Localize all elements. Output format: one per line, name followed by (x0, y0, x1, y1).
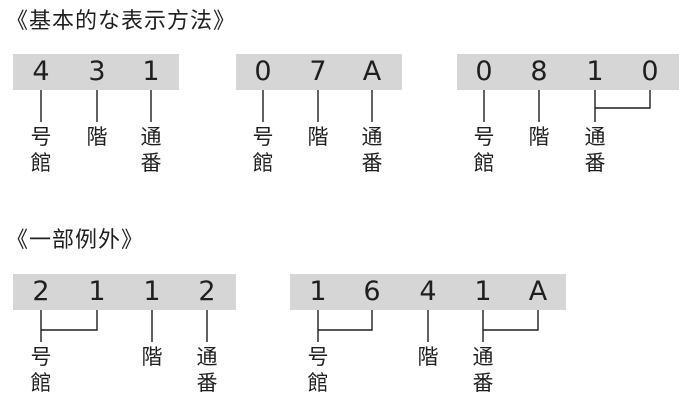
label-serial: 通番 (472, 345, 494, 395)
room-digit: 4 (32, 56, 50, 87)
label-floor: 階 (141, 345, 163, 369)
room-digit: 1 (88, 276, 106, 307)
room-digit: 7 (309, 56, 327, 87)
section-title-basic: 《基本的な表示方法》 (6, 9, 237, 34)
label-serial: 通番 (196, 345, 218, 395)
label-building: 号館 (252, 125, 274, 175)
room-digit: 2 (32, 276, 50, 307)
room-digit: 1 (142, 56, 160, 87)
room-number-box (13, 274, 236, 310)
label-building: 号館 (307, 345, 329, 395)
label-building: 号館 (473, 125, 495, 175)
label-serial: 通番 (361, 125, 383, 175)
room-digit: 1 (586, 56, 604, 87)
room-digit: 0 (254, 56, 272, 87)
room-digit: A (362, 56, 382, 87)
room-digit: 4 (419, 276, 437, 307)
label-building: 号館 (30, 125, 52, 175)
label-floor: 階 (86, 125, 108, 149)
label-floor: 階 (307, 125, 329, 149)
label-floor: 階 (528, 125, 550, 149)
room-number-box (236, 54, 402, 90)
room-digit: 0 (475, 56, 493, 87)
room-digit: 1 (474, 276, 492, 307)
room-number-box (457, 54, 679, 90)
room-number-box (13, 54, 179, 90)
room-digit: 3 (88, 56, 106, 87)
label-serial: 通番 (584, 125, 606, 175)
room-digit: 6 (363, 276, 381, 307)
room-digit: 2 (198, 276, 216, 307)
room-digit: 1 (309, 276, 327, 307)
room-number-box (290, 274, 566, 310)
room-digit: 0 (641, 56, 659, 87)
label-building: 号館 (30, 345, 52, 395)
room-digit: A (528, 276, 548, 307)
section-title-exceptions: 《一部例外》 (6, 228, 145, 253)
room-digit: 1 (143, 276, 161, 307)
label-serial: 通番 (140, 125, 162, 175)
label-floor: 階 (417, 345, 439, 369)
room-digit: 8 (530, 56, 548, 87)
